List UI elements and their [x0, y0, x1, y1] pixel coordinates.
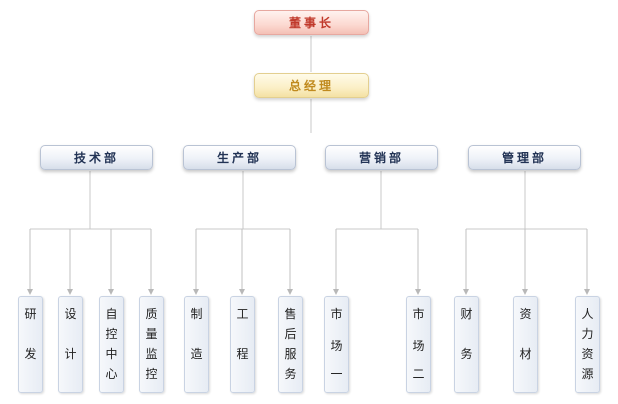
- sub-department-char: 制: [190, 307, 203, 321]
- chairman-box: 董事长: [254, 10, 369, 35]
- sub-department-char: 市: [330, 307, 343, 321]
- sub-department-char: 资: [581, 347, 594, 361]
- sub-department-char: 计: [64, 347, 77, 361]
- department-tech: 技术部: [40, 145, 153, 170]
- sub-department-char: 设: [64, 307, 77, 321]
- sub-department-box: 制造: [184, 296, 209, 393]
- sub-department-char: 心: [105, 367, 118, 381]
- sub-department-char: 源: [581, 367, 594, 381]
- sub-department-box: 市场二: [406, 296, 431, 393]
- sub-department-char: 控: [145, 367, 158, 381]
- department-label: 管理部: [501, 151, 547, 165]
- sub-department-char: 人: [581, 307, 594, 321]
- sub-department-char: 材: [519, 347, 532, 361]
- sub-department-char: 研: [24, 307, 37, 321]
- department-label: 营销部: [358, 151, 404, 165]
- department-production: 生产部: [183, 145, 296, 170]
- sub-department-char: 市: [412, 307, 425, 321]
- sub-department-char: 质: [145, 307, 158, 321]
- sub-department-char: 发: [24, 347, 37, 361]
- sub-department-char: 后: [284, 327, 297, 341]
- sub-department-char: 售: [284, 307, 297, 321]
- sub-department-char: 服: [284, 347, 297, 361]
- sub-department-char: 程: [236, 347, 249, 361]
- department-marketing: 营销部: [325, 145, 438, 170]
- sub-department-box: 自控中心: [99, 296, 124, 393]
- sub-department-char: 自: [105, 307, 118, 321]
- sub-department-box: 财务: [454, 296, 479, 393]
- sub-department-char: 中: [105, 347, 118, 361]
- sub-department-box: 资材: [513, 296, 538, 393]
- sub-department-box: 人力资源: [575, 296, 600, 393]
- department-label: 技术部: [73, 151, 119, 165]
- sub-department-char: 一: [330, 367, 343, 381]
- sub-department-char: 工: [236, 307, 249, 321]
- sub-department-char: 财: [460, 307, 473, 321]
- sub-department-char: 场: [330, 339, 343, 353]
- chairman-label: 董事长: [288, 16, 334, 30]
- sub-department-box: 研发: [18, 296, 43, 393]
- sub-department-box: 工程: [230, 296, 255, 393]
- department-management: 管理部: [468, 145, 581, 170]
- sub-department-box: 质量监控: [139, 296, 164, 393]
- sub-department-char: 场: [412, 339, 425, 353]
- sub-department-char: 资: [519, 307, 532, 321]
- sub-department-char: 量: [145, 327, 158, 341]
- general-manager-box: 总经理: [254, 73, 369, 98]
- general-manager-label: 总经理: [288, 79, 334, 93]
- sub-department-box: 设计: [58, 296, 83, 393]
- sub-department-char: 监: [145, 347, 158, 361]
- sub-department-char: 二: [412, 367, 425, 381]
- sub-department-char: 务: [460, 347, 473, 361]
- sub-department-char: 力: [581, 327, 594, 341]
- sub-department-char: 控: [105, 327, 118, 341]
- department-label: 生产部: [216, 151, 262, 165]
- sub-department-box: 市场一: [324, 296, 349, 393]
- sub-department-char: 务: [284, 367, 297, 381]
- sub-department-char: 造: [190, 347, 203, 361]
- sub-department-box: 售后服务: [278, 296, 303, 393]
